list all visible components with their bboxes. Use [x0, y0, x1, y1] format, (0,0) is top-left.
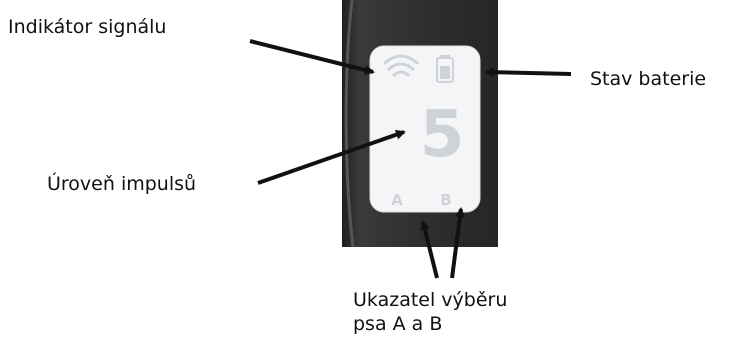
dog-b-indicator: B	[440, 191, 451, 209]
wifi-signal-icon	[383, 54, 419, 77]
battery-icon	[436, 55, 454, 83]
lcd-screen: 5 A B	[369, 45, 481, 213]
signal-arrow	[249, 39, 375, 75]
dog-selector-label-line1: Ukazatel výběru	[353, 289, 508, 311]
impulse-level-value: 5	[420, 98, 465, 172]
dog-selector-label-line2: psa A a B	[353, 313, 443, 335]
dog-a-indicator: A	[391, 191, 403, 209]
dog-a-arrow	[420, 220, 439, 279]
callout-arrows	[249, 39, 572, 279]
impulse-arrow	[257, 129, 406, 185]
battery-status-label: Stav baterie	[590, 68, 707, 90]
battery-arrow	[484, 67, 572, 78]
impulse-level-label: Úroveň impulsů	[47, 173, 197, 195]
dog-b-arrow	[450, 207, 465, 279]
signal-indicator-label: Indikátor signálu	[8, 16, 167, 38]
